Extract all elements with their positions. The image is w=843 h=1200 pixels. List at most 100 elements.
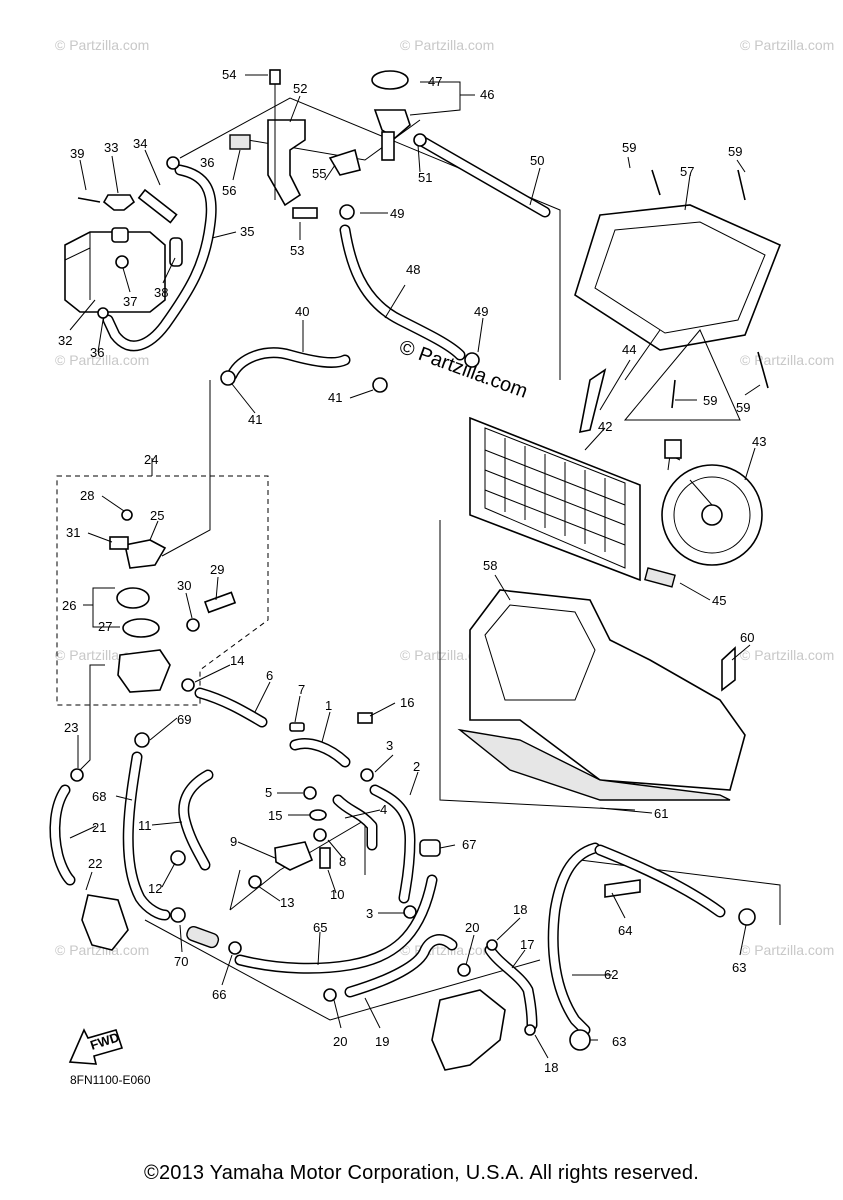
callout-69[interactable]: 69 (177, 712, 191, 727)
callout-18[interactable]: 18 (513, 902, 527, 917)
callout-62[interactable]: 62 (604, 967, 618, 982)
hose-62[interactable] (547, 842, 601, 1036)
callout-47[interactable]: 47 (428, 74, 442, 89)
callout-58[interactable]: 58 (483, 558, 497, 573)
callout-45[interactable]: 45 (712, 593, 726, 608)
callout-27[interactable]: 27 (98, 619, 112, 634)
callout-43[interactable]: 43 (752, 434, 766, 449)
callout-15[interactable]: 15 (268, 808, 282, 823)
callout-53[interactable]: 53 (290, 243, 304, 258)
panel-61[interactable] (457, 728, 731, 801)
callout-37[interactable]: 37 (123, 294, 137, 309)
callout-49[interactable]: 49 (474, 304, 488, 319)
clamp-66[interactable] (228, 941, 242, 955)
clamp-3[interactable] (403, 905, 417, 919)
callout-12[interactable]: 12 (148, 881, 162, 896)
callout-6[interactable]: 6 (266, 668, 273, 683)
callout-52[interactable]: 52 (293, 81, 307, 96)
callout-10[interactable]: 10 (330, 887, 344, 902)
clamp-8[interactable] (313, 828, 327, 842)
pipe-fitting[interactable] (185, 925, 220, 949)
clamp-41[interactable] (220, 370, 236, 386)
clamp-70[interactable] (170, 907, 186, 923)
clamp-20[interactable] (323, 988, 337, 1002)
callout-13[interactable]: 13 (280, 895, 294, 910)
bracket-31[interactable] (109, 536, 129, 550)
callout-63[interactable]: 63 (732, 960, 746, 975)
callout-36[interactable]: 36 (90, 345, 104, 360)
callout-9[interactable]: 9 (230, 834, 237, 849)
callout-33[interactable]: 33 (104, 140, 118, 155)
callout-2[interactable]: 2 (413, 759, 420, 774)
rivet-60[interactable] (721, 646, 736, 692)
clamp-49[interactable] (339, 204, 355, 220)
screw-39[interactable] (77, 197, 101, 203)
bolt-54[interactable] (269, 69, 281, 85)
callout-67[interactable]: 67 (462, 837, 476, 852)
callout-25[interactable]: 25 (150, 508, 164, 523)
radiator-42[interactable] (469, 416, 641, 582)
callout-5[interactable]: 5 (265, 785, 272, 800)
damper-56[interactable] (229, 134, 251, 150)
o-ring-27[interactable] (122, 618, 160, 638)
callout-17[interactable]: 17 (520, 937, 534, 952)
clamp-49[interactable] (464, 352, 480, 368)
clamp-51[interactable] (413, 133, 427, 147)
callout-59[interactable]: 59 (736, 400, 750, 415)
clamp-7[interactable] (289, 722, 305, 732)
callout-34[interactable]: 34 (133, 136, 147, 151)
sensor-29[interactable] (203, 591, 237, 614)
callout-63[interactable]: 63 (612, 1034, 626, 1049)
callout-56[interactable]: 56 (222, 183, 236, 198)
callout-59[interactable]: 59 (703, 393, 717, 408)
clamp-41[interactable] (372, 377, 388, 393)
reservoir-cap[interactable] (102, 194, 136, 211)
bolt-53[interactable] (292, 207, 318, 219)
callout-20[interactable]: 20 (333, 1034, 347, 1049)
callout-24[interactable]: 24 (144, 452, 158, 467)
callout-4[interactable]: 4 (380, 802, 387, 817)
fan-connector[interactable] (664, 439, 682, 459)
callout-38[interactable]: 38 (154, 285, 168, 300)
callout-57[interactable]: 57 (680, 164, 694, 179)
callout-7[interactable]: 7 (298, 682, 305, 697)
callout-23[interactable]: 23 (64, 720, 78, 735)
callout-48[interactable]: 48 (406, 262, 420, 277)
clip-55[interactable] (328, 148, 361, 176)
callout-16[interactable]: 16 (400, 695, 414, 710)
callout-28[interactable]: 28 (80, 488, 94, 503)
callout-22[interactable]: 22 (88, 856, 102, 871)
hose-48[interactable] (339, 224, 466, 361)
callout-41[interactable]: 41 (248, 412, 262, 427)
bolt-10[interactable] (319, 847, 331, 869)
grommet-38[interactable] (169, 237, 183, 267)
clamp-12[interactable] (170, 850, 186, 866)
callout-42[interactable]: 42 (598, 419, 612, 434)
callout-8[interactable]: 8 (339, 854, 346, 869)
clamp-67[interactable] (419, 839, 441, 857)
water-pump-22[interactable] (81, 894, 129, 951)
callout-54[interactable]: 54 (222, 67, 236, 82)
callout-26[interactable]: 26 (62, 598, 76, 613)
callout-39[interactable]: 39 (70, 146, 84, 161)
o-ring-15[interactable] (309, 809, 327, 821)
callout-65[interactable]: 65 (313, 920, 327, 935)
callout-41[interactable]: 41 (328, 390, 342, 405)
bolt-28[interactable] (121, 509, 133, 521)
clamp-63[interactable] (738, 908, 756, 926)
callout-40[interactable]: 40 (295, 304, 309, 319)
callout-1[interactable]: 1 (325, 698, 332, 713)
callout-31[interactable]: 31 (66, 525, 80, 540)
callout-49[interactable]: 49 (390, 206, 404, 221)
thermostat-26[interactable] (116, 587, 150, 609)
callout-61[interactable]: 61 (654, 806, 668, 821)
callout-35[interactable]: 35 (240, 224, 254, 239)
callout-46[interactable]: 46 (480, 87, 494, 102)
callout-29[interactable]: 29 (210, 562, 224, 577)
callout-68[interactable]: 68 (92, 789, 106, 804)
bolt-16[interactable] (357, 712, 373, 724)
callout-59[interactable]: 59 (622, 140, 636, 155)
callout-21[interactable]: 21 (92, 820, 106, 835)
washer-30[interactable] (186, 618, 200, 632)
joint-9[interactable] (274, 841, 314, 871)
